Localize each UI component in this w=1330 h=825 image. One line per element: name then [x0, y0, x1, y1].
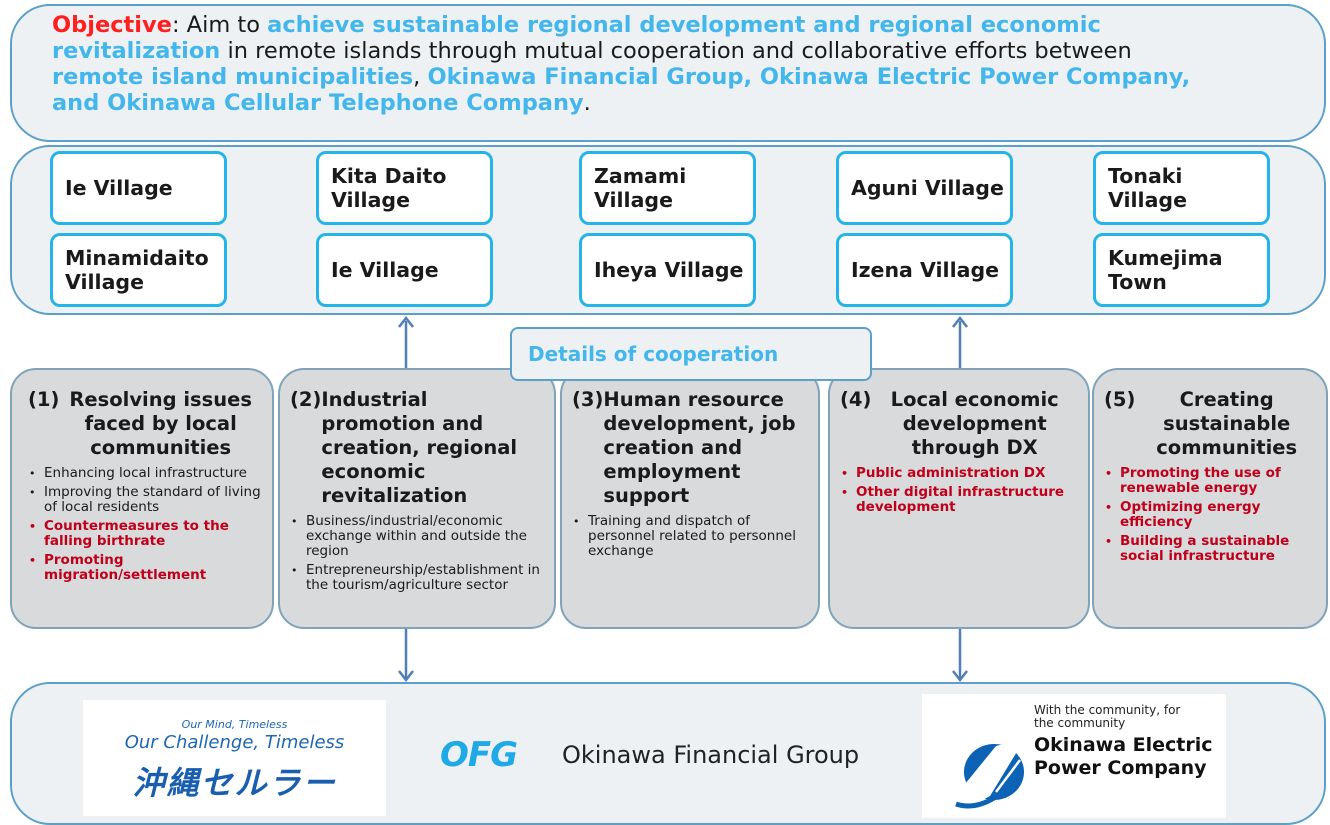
card-item: Business/industrial/economic exchange wi…	[290, 514, 544, 559]
card-number: (2)	[290, 388, 322, 411]
village-box: Ie Village	[50, 151, 227, 225]
village-box: Ie Village	[316, 233, 493, 307]
cooperation-card: (3)Human resource development, job creat…	[560, 368, 820, 629]
cooperation-card: (2)Industrial promotion and creation, re…	[278, 368, 556, 629]
arrow-up-left	[398, 315, 414, 370]
card-item: Promoting the use of renewable energy	[1104, 466, 1318, 496]
village-name: Tonaki Village	[1108, 164, 1187, 212]
card-items: Training and dispatch of personnel relat…	[572, 514, 808, 559]
village-name: Ie Village	[65, 176, 173, 200]
card-title-text: Resolving issues faced by local communit…	[69, 388, 252, 459]
village-box: Kumejima Town	[1093, 233, 1270, 307]
village-name: Minamidaito Village	[65, 246, 209, 294]
card-items: Business/industrial/economic exchange wi…	[290, 514, 544, 593]
cooperation-card: (4) Local economic development through DX…	[828, 368, 1090, 629]
card-title-text: Industrial promotion and creation, regio…	[321, 388, 518, 507]
village-box: Izena Village	[836, 233, 1013, 307]
card-title: (1) Resolving issues faced by local commu…	[28, 388, 262, 460]
objective-text-part: .	[583, 90, 591, 116]
objective-panel: Objective: Aim to achieve sustainable re…	[10, 4, 1326, 142]
ofg-mark: OFG	[440, 735, 518, 775]
card-title: (4) Local economic development through DX	[840, 388, 1078, 460]
cooperation-card: (5) Creating sustainable communities Prom…	[1092, 368, 1328, 629]
village-box: Kita Daito Village	[316, 151, 493, 225]
village-name: Kita Daito Village	[331, 164, 447, 212]
epco-name: Okinawa Electric Power Company	[1034, 734, 1213, 779]
card-number: (5)	[1104, 388, 1136, 411]
ofg-name: Okinawa Financial Group	[562, 741, 860, 769]
epco-tagline: With the community, for the community	[1034, 703, 1181, 730]
card-item: Other digital infrastructure development	[840, 485, 1078, 515]
card-number: (1)	[28, 388, 60, 411]
village-name: Aguni Village	[851, 176, 1004, 200]
card-items: Promoting the use of renewable energy Op…	[1104, 466, 1318, 564]
objective-text-part: : Aim to	[171, 12, 268, 38]
village-name: Ie Village	[331, 258, 439, 282]
objective-partners: Okinawa Financial Group, Okinawa Electri…	[52, 64, 1191, 116]
cooperation-label: Details of cooperation	[510, 327, 872, 381]
arrow-up-right	[952, 315, 968, 370]
objective-text-part: ,	[413, 64, 428, 90]
cooperation-card: (1) Resolving issues faced by local commu…	[10, 368, 274, 629]
village-box: Minamidaito Village	[50, 233, 227, 307]
village-box: Aguni Village	[836, 151, 1013, 225]
card-item: Public administration DX	[840, 466, 1078, 482]
epco-emblem-icon	[952, 744, 1024, 809]
card-title: (5) Creating sustainable communities	[1104, 388, 1318, 460]
arrow-down-left	[398, 628, 414, 683]
cellular-tagline: Our Challenge, Timeless	[124, 732, 345, 753]
village-name: Iheya Village	[594, 258, 744, 282]
village-box: Iheya Village	[579, 233, 756, 307]
objective-label: Objective	[52, 12, 172, 38]
card-item: Countermeasures to the falling birthrate	[28, 519, 262, 549]
objective-text-part: in remote islands through mutual coopera…	[220, 38, 1132, 64]
okinawa-electric-logo: With the community, for the community Ok…	[922, 694, 1226, 818]
village-name: Zamami Village	[594, 164, 687, 212]
okinawa-cellular-logo: Our Mind, Timeless Our Challenge, Timele…	[83, 700, 386, 816]
objective-goal: achieve sustainable regional development…	[52, 12, 1101, 64]
card-title-text: Human resource development, job creation…	[603, 388, 796, 507]
village-name: Kumejima Town	[1108, 246, 1223, 294]
arrow-down-right	[952, 628, 968, 683]
card-items: Enhancing local infrastructure Improving…	[28, 466, 262, 583]
objective-municipalities: remote island municipalities	[52, 64, 414, 90]
card-number: (4)	[840, 388, 872, 411]
card-item: Optimizing energy efficiency	[1104, 500, 1318, 530]
card-number: (3)	[572, 388, 604, 411]
card-items: Public administration DX Other digital i…	[840, 466, 1078, 515]
card-item: Enhancing local infrastructure	[28, 466, 262, 482]
card-title: (2)Industrial promotion and creation, re…	[290, 388, 544, 508]
card-title-text: Local economic development through DX	[890, 388, 1059, 459]
card-item: Entrepreneurship/establishment in the to…	[290, 563, 544, 593]
card-item: Building a sustainable social infrastruc…	[1104, 534, 1318, 564]
village-box: Zamami Village	[579, 151, 756, 225]
cellular-name-jp: 沖縄セルラー	[132, 764, 337, 802]
objective-text: Objective: Aim to achieve sustainable re…	[52, 12, 1212, 116]
villages-panel: Ie Village Kita Daito Village Zamami Vil…	[10, 145, 1326, 315]
card-item: Promoting migration/settlement	[28, 553, 262, 583]
village-box: Tonaki Village	[1093, 151, 1270, 225]
card-item: Improving the standard of living of loca…	[28, 485, 262, 515]
cellular-tagline-small: Our Mind, Timeless	[181, 718, 288, 731]
village-name: Izena Village	[851, 258, 1000, 282]
card-title-text: Creating sustainable communities	[1156, 388, 1298, 459]
card-item: Training and dispatch of personnel relat…	[572, 514, 808, 559]
card-title: (3)Human resource development, job creat…	[572, 388, 808, 508]
